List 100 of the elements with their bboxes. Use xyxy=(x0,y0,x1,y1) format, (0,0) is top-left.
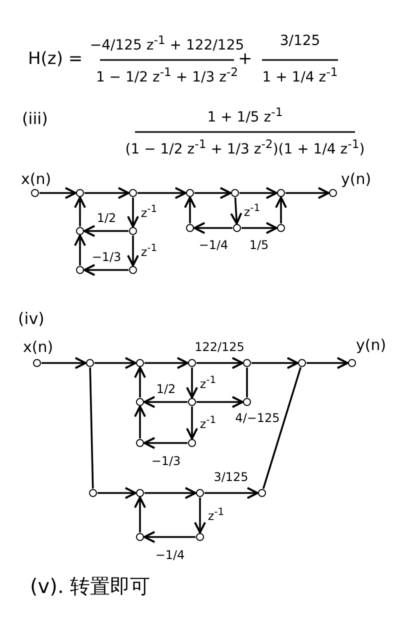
signal-label: y(n) xyxy=(356,337,386,354)
node-circle xyxy=(196,532,204,540)
formula-text: 1 + 1/4 z$^{-1}$ xyxy=(262,66,338,86)
formula-text: 3/125 xyxy=(280,34,320,50)
edge-label: z$^{-1}$ xyxy=(242,202,262,218)
node-circle xyxy=(242,358,250,366)
node-circle xyxy=(76,266,84,274)
edge-label: 3/125 xyxy=(212,470,250,484)
edge-label: −1/3 xyxy=(90,250,122,264)
node-circle xyxy=(128,188,136,196)
arrow xyxy=(84,224,128,238)
node-circle xyxy=(276,224,284,232)
edge-label: z$^{-1}$ xyxy=(206,507,226,523)
arrow xyxy=(252,356,298,370)
arrow xyxy=(84,186,130,200)
arrow xyxy=(134,366,146,398)
part-label: (iv) xyxy=(18,310,44,328)
arrow xyxy=(144,356,188,370)
node-circle xyxy=(128,226,136,234)
node-circle xyxy=(32,358,40,366)
arrow xyxy=(126,236,140,266)
arrow xyxy=(186,368,198,398)
edge-label: z$^{-1}$ xyxy=(198,414,218,430)
arrow xyxy=(286,186,330,200)
node-circle xyxy=(196,488,204,496)
arrow xyxy=(126,198,140,228)
node-circle xyxy=(230,188,238,196)
node-circle xyxy=(348,358,356,366)
node-circle xyxy=(128,266,136,274)
edge-label: 1/5 xyxy=(248,238,270,252)
arrow xyxy=(84,264,128,276)
formula-text: H(z) = xyxy=(28,50,83,69)
node-circle xyxy=(186,224,194,232)
edge-label: −1/3 xyxy=(150,454,182,468)
edge-label: −1/4 xyxy=(154,548,186,562)
arrow xyxy=(184,196,196,224)
node-circle xyxy=(76,188,84,196)
node-circle xyxy=(188,358,196,366)
arrow xyxy=(74,234,86,266)
arrow xyxy=(306,356,348,370)
arrow xyxy=(40,186,76,200)
node-circle xyxy=(276,188,284,196)
arrow xyxy=(144,486,196,500)
part-label: (iii) xyxy=(22,110,48,128)
signal-label: x(n) xyxy=(23,339,54,356)
node-circle xyxy=(136,358,144,366)
arrow xyxy=(196,396,244,408)
node-circle xyxy=(258,488,266,496)
edge-label: 1/2 xyxy=(96,211,118,225)
arrow xyxy=(144,436,188,450)
node-circle xyxy=(76,226,84,234)
arrow xyxy=(42,356,86,370)
arrow xyxy=(240,186,278,200)
arrow xyxy=(134,496,146,532)
note-text: (v). 转置即可 xyxy=(30,575,150,597)
node-circle xyxy=(188,398,196,406)
arrow xyxy=(194,498,206,534)
arrow xyxy=(74,196,86,226)
branch-line xyxy=(89,367,94,489)
signal-label: x(n) xyxy=(21,171,52,188)
node-circle xyxy=(298,358,306,366)
arrow xyxy=(186,406,198,440)
arrow xyxy=(138,186,186,200)
arrow xyxy=(98,486,136,500)
node-circle xyxy=(242,398,250,406)
node-circle xyxy=(328,188,336,196)
node-circle xyxy=(136,398,144,406)
arrow xyxy=(194,186,232,200)
node-circle xyxy=(136,438,144,446)
arrow xyxy=(230,197,242,225)
edge-label: z$^{-1}$ xyxy=(140,242,158,258)
node-circle xyxy=(136,488,144,496)
edge-label: −1/4 xyxy=(198,238,230,252)
node-circle xyxy=(232,224,240,232)
arrow xyxy=(194,222,232,234)
node-circle xyxy=(86,358,94,366)
node-circle xyxy=(188,438,196,446)
node-circle xyxy=(88,488,96,496)
edge-label: z$^{-1}$ xyxy=(140,204,158,220)
signal-label: y(n) xyxy=(341,171,372,188)
node-circle xyxy=(186,188,194,196)
node-circle xyxy=(136,532,144,540)
arrow xyxy=(144,530,196,544)
edge-label: 1/2 xyxy=(155,382,177,396)
node-circle xyxy=(30,188,38,196)
arrow xyxy=(196,356,244,370)
arrow xyxy=(94,356,136,370)
branch-line xyxy=(262,367,302,489)
arrow xyxy=(134,406,146,438)
branch-line xyxy=(246,368,248,398)
arrow xyxy=(242,222,278,234)
edge-label: z$^{-1}$ xyxy=(198,374,218,390)
formula-text: 1 + 1/5 z$^{-1}$ xyxy=(207,106,283,126)
arrow xyxy=(144,396,188,408)
edge-label: 122/125 xyxy=(194,340,246,354)
formula-text: 1 − 1/2 z$^{-1}$ + 1/3 z$^{-2}$ xyxy=(96,66,238,86)
arrow xyxy=(274,196,288,224)
arrow xyxy=(204,486,258,500)
formula-text: (1 − 1/2 z$^{-1}$ + 1/3 z$^{-2}$)(1 + 1/4 z$^{-1}$) xyxy=(125,138,365,158)
edge-label: 4/−125 xyxy=(234,411,281,425)
